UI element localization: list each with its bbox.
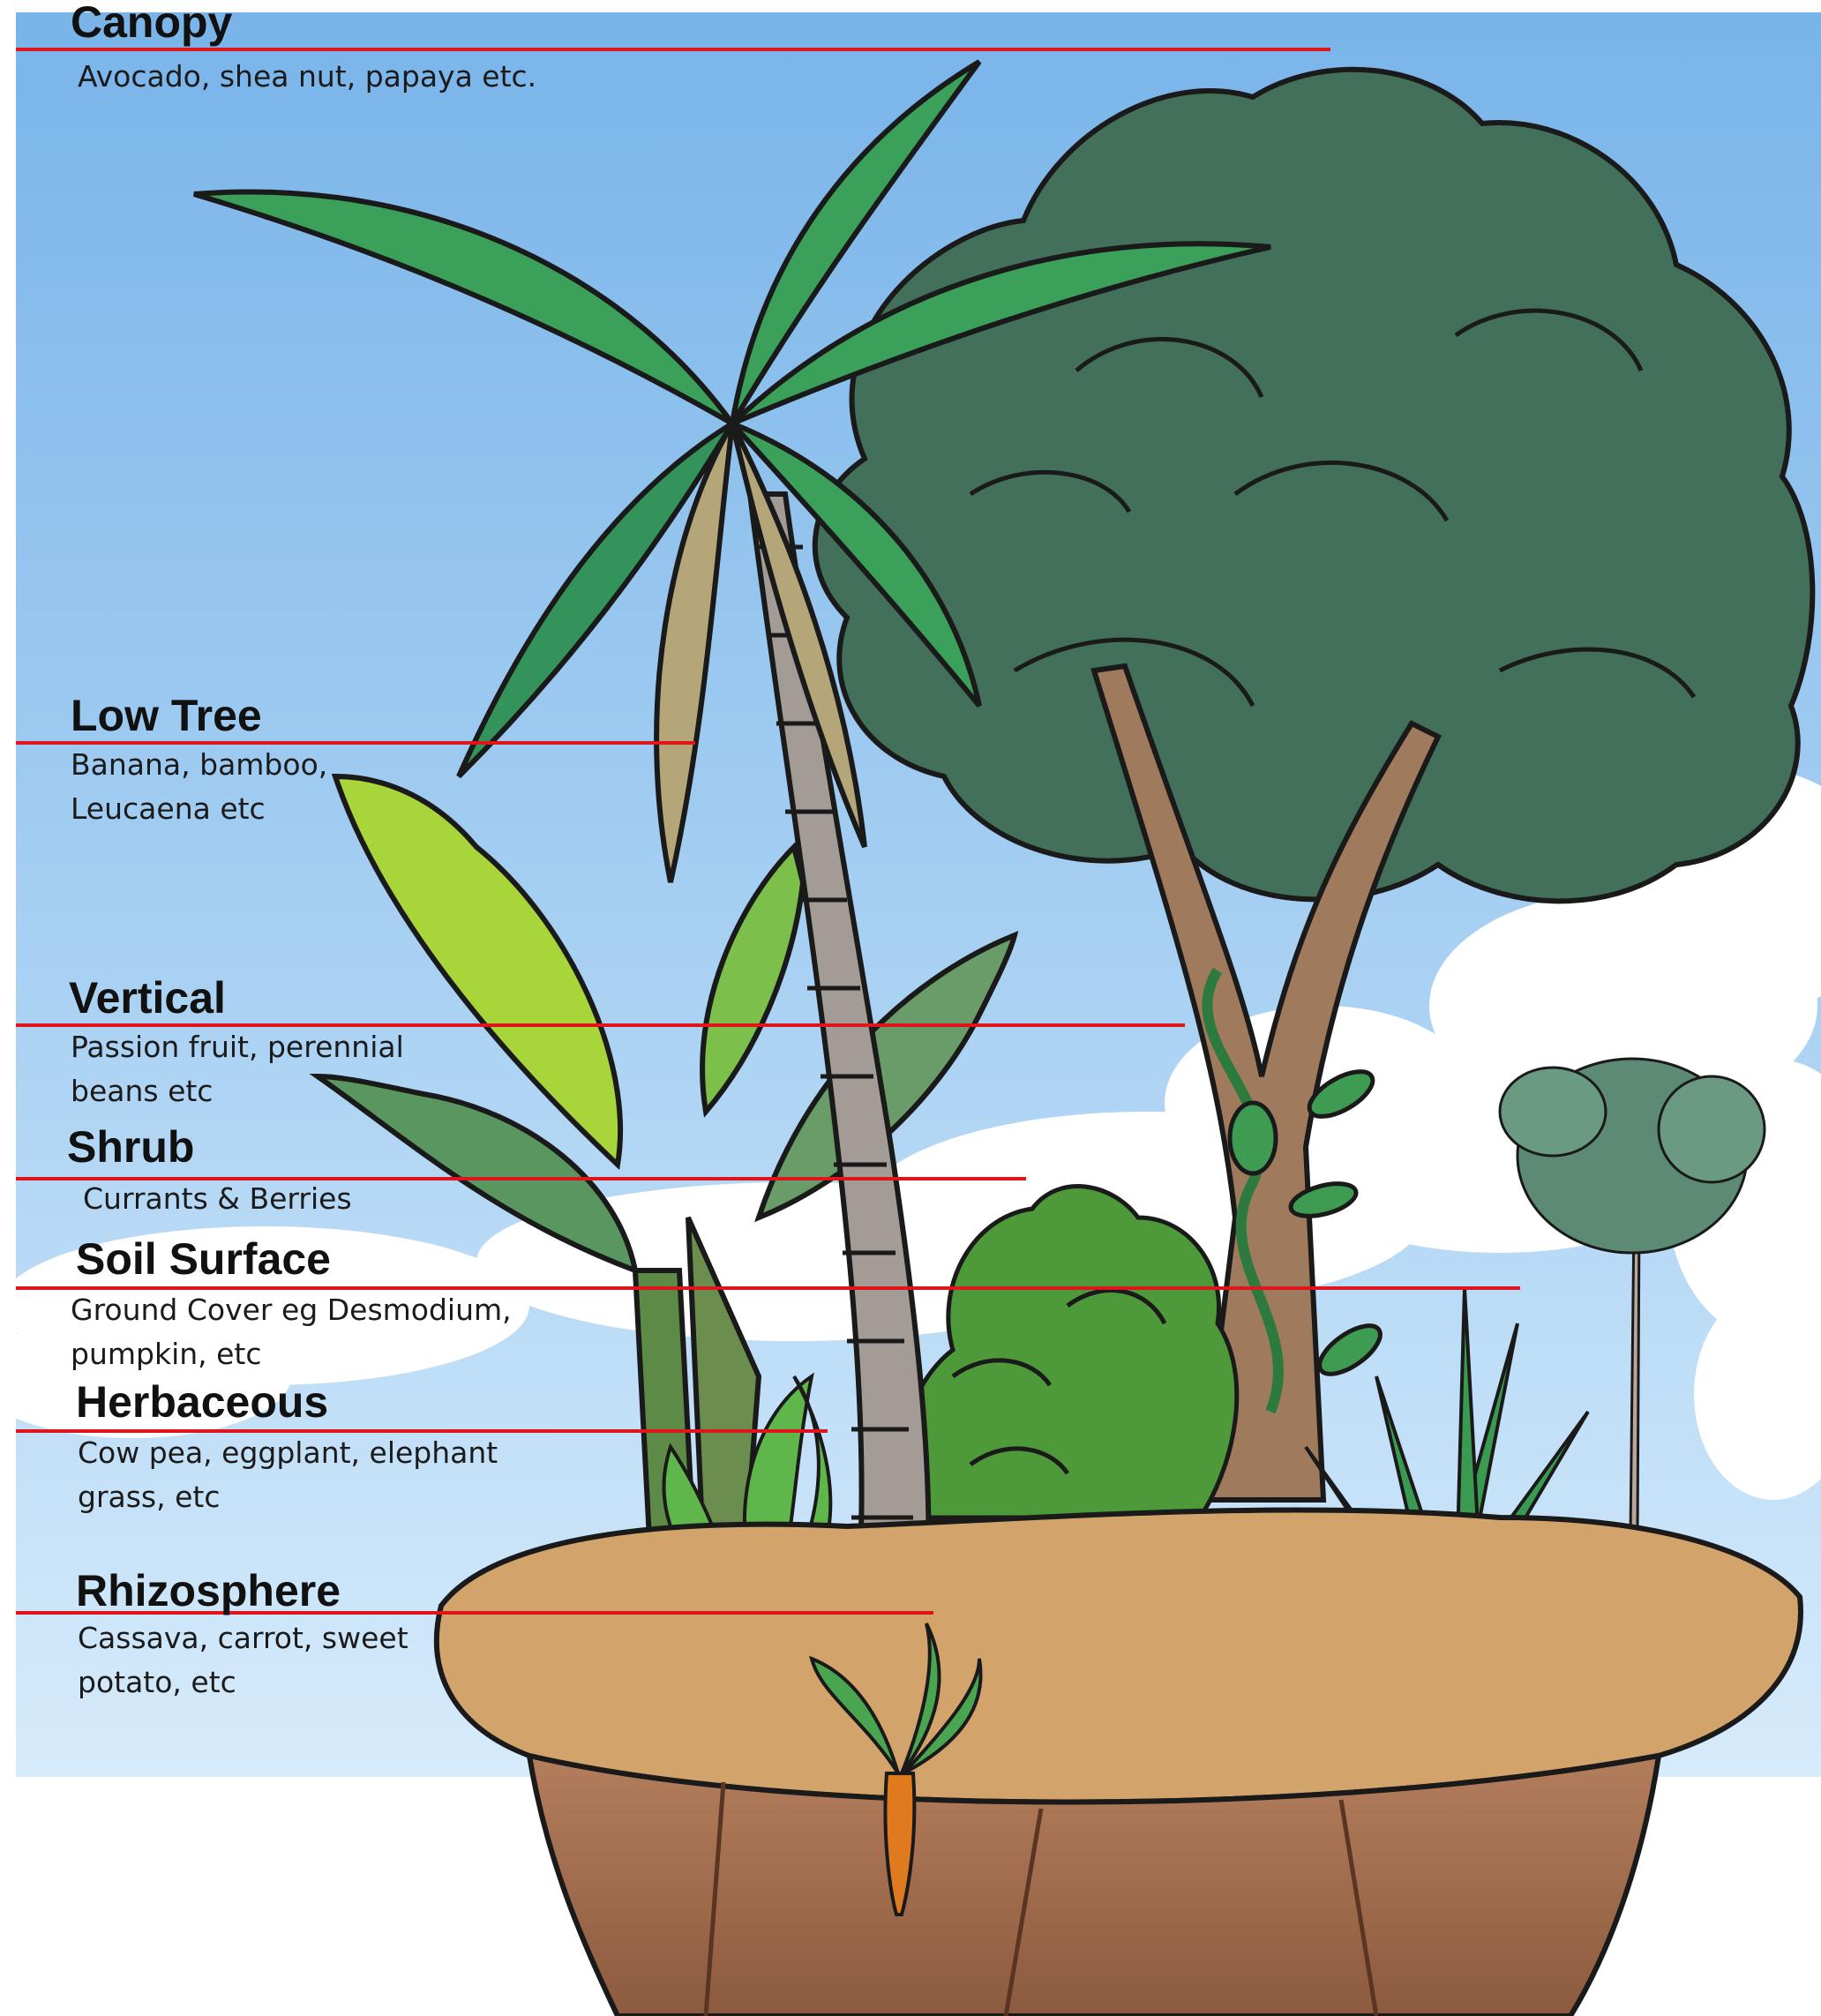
grass-surface bbox=[437, 1510, 1801, 1802]
